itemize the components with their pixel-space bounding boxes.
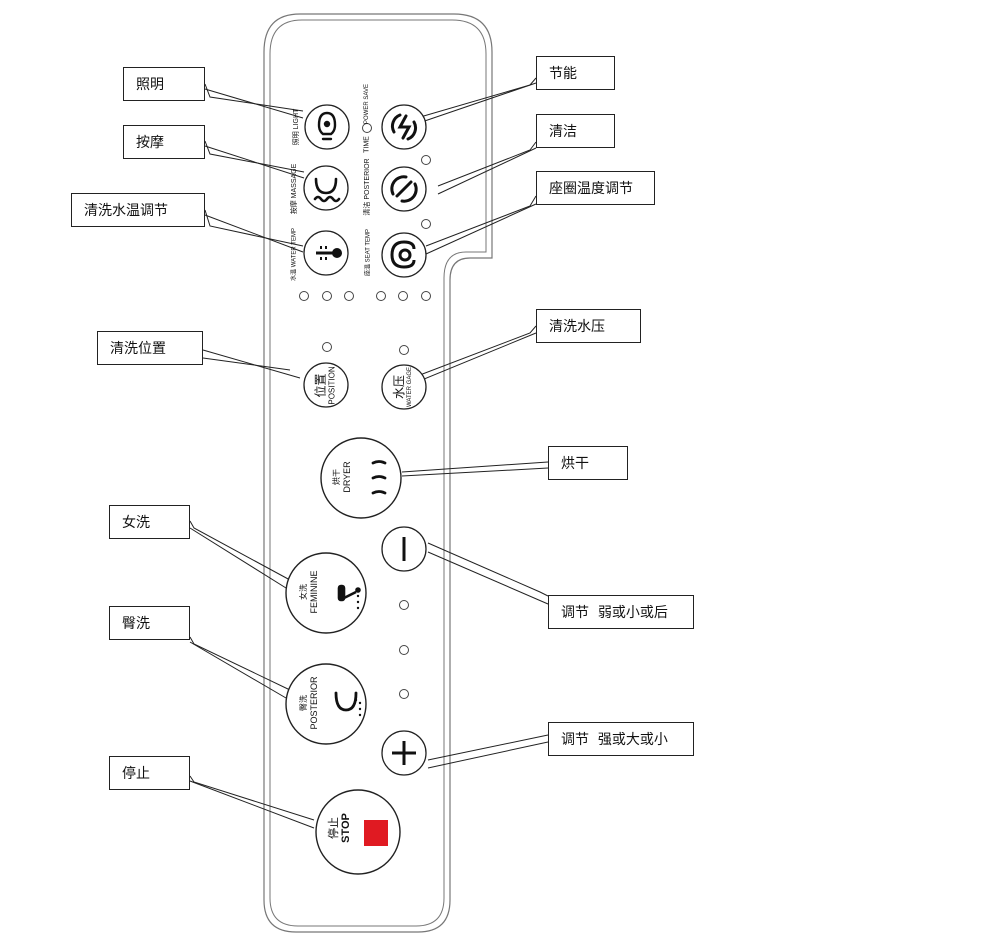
leader-lines bbox=[189, 77, 549, 829]
seat-temp-label-en: SEAT TEMP bbox=[365, 228, 372, 263]
stop-label-group: 停止 STOP bbox=[328, 806, 352, 850]
water-temp-label-cn: 水温 bbox=[291, 268, 298, 281]
dryer-label-en: DRYER bbox=[342, 461, 352, 493]
water-temp-label-group: 水温 WATER TEMP bbox=[289, 228, 298, 282]
callout-seat-temp: 座圈温度调节 bbox=[536, 171, 655, 205]
callout-massage: 按摩 bbox=[123, 125, 205, 159]
stop-button[interactable] bbox=[315, 789, 401, 875]
light-label-cn: 照明 bbox=[293, 131, 300, 146]
callout-position: 清洗位置 bbox=[97, 331, 203, 365]
feminine-wash-icon bbox=[337, 584, 361, 610]
feminine-label-group: 女洗 FEMININE bbox=[298, 557, 320, 627]
callout-light: 照明 bbox=[123, 67, 205, 101]
massage-button[interactable] bbox=[303, 165, 349, 211]
callout-minus: 调节 弱或小或后 bbox=[548, 595, 694, 629]
lightbulb-icon bbox=[317, 111, 337, 141]
clean-button[interactable] bbox=[381, 166, 427, 212]
clean-label-en: POSTERIOR bbox=[364, 158, 371, 200]
posterior-label-cn: 臀洗 bbox=[299, 695, 308, 711]
power-save-label: POWER SAVE bbox=[364, 84, 370, 124]
feminine-label-cn: 女洗 bbox=[299, 584, 308, 600]
feminine-label-en: FEMININE bbox=[309, 570, 319, 614]
callout-stop: 停止 bbox=[109, 756, 190, 790]
dryer-wave-icon bbox=[371, 460, 387, 495]
position-button[interactable] bbox=[303, 362, 349, 408]
power-save-button[interactable] bbox=[381, 104, 427, 150]
posterior-label-group: 臀洗 POSTERIOR bbox=[298, 670, 320, 736]
callout-water-temp: 清洗水温调节 bbox=[71, 193, 205, 227]
dryer-label-cn: 烘干 bbox=[332, 469, 341, 485]
light-button[interactable] bbox=[304, 104, 350, 150]
plus-button[interactable] bbox=[381, 730, 427, 776]
indicator-dots bbox=[299, 123, 431, 699]
remote-body-inner-outline bbox=[269, 19, 487, 927]
pressure-label-en: WATER GAGE bbox=[407, 367, 413, 408]
water-pressure-button[interactable] bbox=[381, 364, 427, 410]
clean-label-cn: 清洁 bbox=[364, 201, 371, 216]
massage-label-en: MASSAGE bbox=[291, 163, 298, 199]
callout-posterior: 臀洗 bbox=[109, 606, 190, 640]
massage-label-group: 按摩 MASSAGE bbox=[289, 157, 299, 221]
position-label-group: 位置 POSITION bbox=[313, 362, 338, 410]
dryer-button[interactable] bbox=[320, 437, 402, 519]
stop-label-cn: 停止 bbox=[328, 817, 340, 839]
callout-clean: 清洁 bbox=[536, 114, 615, 148]
water-temp-button[interactable] bbox=[303, 230, 349, 276]
stop-square-icon bbox=[364, 820, 388, 846]
posterior-wash-icon bbox=[334, 691, 362, 717]
callout-feminine: 女洗 bbox=[109, 505, 190, 539]
position-label-en: POSITION bbox=[327, 366, 337, 405]
seat-temp-button[interactable] bbox=[381, 232, 427, 278]
seat-temp-label-cn: 座温 bbox=[365, 264, 372, 277]
plus-icon bbox=[392, 741, 416, 765]
feminine-button[interactable] bbox=[285, 552, 367, 634]
posterior-button[interactable] bbox=[285, 663, 367, 745]
callout-water-pressure: 清洗水压 bbox=[536, 309, 641, 343]
callout-dryer: 烘干 bbox=[548, 446, 628, 480]
position-label-cn: 位置 bbox=[313, 373, 328, 398]
massage-wave-icon bbox=[313, 177, 341, 203]
clean-label-group: 清洁 POSTERIOR bbox=[362, 154, 372, 220]
pressure-label-cn: 水压 bbox=[392, 375, 406, 400]
remote-body-outline bbox=[263, 13, 493, 933]
dryer-label-group: 烘干 DRYER bbox=[331, 452, 353, 502]
water-temp-label-en: WATER TEMP bbox=[291, 228, 298, 268]
callout-power-save: 节能 bbox=[536, 56, 615, 90]
seat-heat-icon bbox=[390, 240, 416, 269]
thermometer-icon bbox=[316, 246, 342, 260]
pressure-label-group: 水压 WATER GAGE bbox=[392, 361, 415, 413]
callout-plus: 调节 强或大或小 bbox=[548, 722, 694, 756]
light-label-en: LIGHT bbox=[293, 108, 300, 130]
light-label-group: 照明 LIGHT bbox=[291, 97, 301, 157]
stop-label-en: STOP bbox=[340, 813, 352, 843]
clean-cycle-icon bbox=[390, 175, 418, 203]
power-save-icon bbox=[391, 113, 417, 141]
posterior-label-en: POSTERIOR bbox=[309, 676, 319, 730]
massage-label-cn: 按摩 bbox=[291, 200, 298, 215]
minus-button[interactable] bbox=[381, 526, 427, 572]
seat-temp-label-group: 座温 SEAT TEMP bbox=[363, 228, 372, 278]
